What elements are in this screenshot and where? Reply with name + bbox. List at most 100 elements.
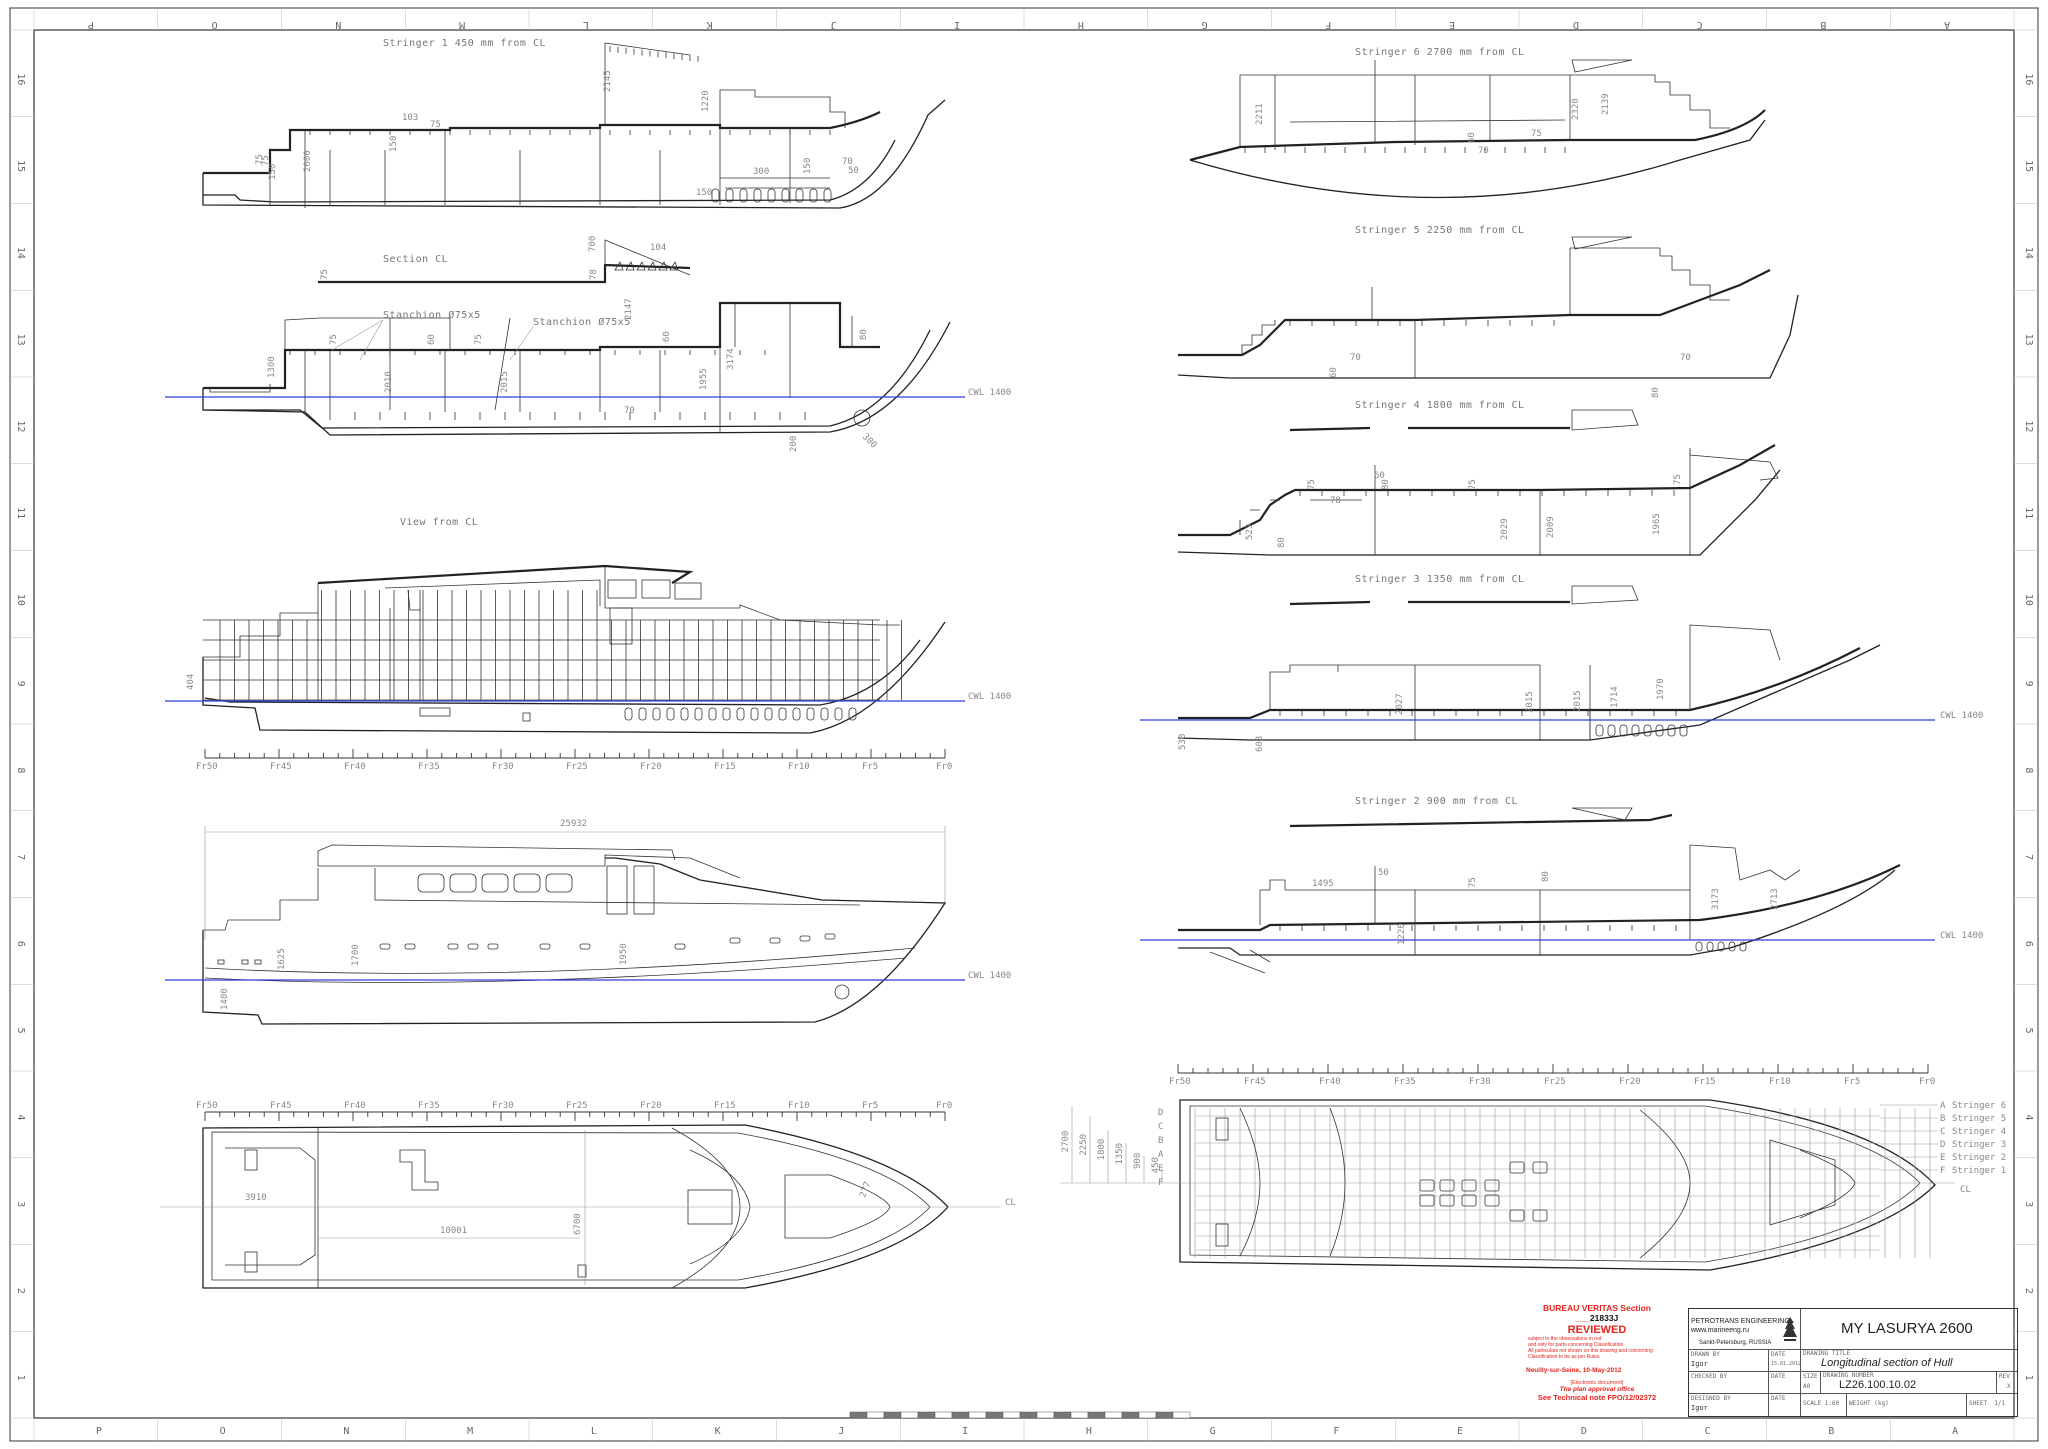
border-col-label-bottom: J — [838, 1426, 844, 1437]
stringer1-view: Stringer 1 450 mm from CL 2145 1220 2000… — [202, 38, 946, 209]
border-col-label-top: B — [1820, 19, 1826, 30]
scale-bar-segment — [883, 1411, 902, 1419]
ruler-label-fr15: Fr15 — [714, 762, 736, 772]
scl-dim-104: 104 — [650, 243, 666, 253]
lightening-hole — [694, 707, 703, 721]
tb-drawn-cell: DRAWN BY Igor — [1689, 1350, 1769, 1372]
s4-dim-2009: 2009 — [1546, 516, 1556, 538]
border-col-label-bottom: B — [1828, 1426, 1834, 1437]
section-cl-title: Section CL — [383, 254, 448, 265]
border-row-label-left: 14 — [15, 247, 26, 259]
s1-dim-2145: 2145 — [603, 70, 613, 92]
cabin-window — [513, 873, 541, 893]
s5-dim-70b: 70 — [1680, 353, 1691, 363]
border-col-label-bottom: H — [1086, 1426, 1092, 1437]
stanchion-label-1: Stanchion Ø75x5 — [383, 309, 481, 321]
lightening-hole — [725, 188, 734, 203]
s3-dim-530: 530 — [1178, 734, 1188, 750]
bp-stringer-label-4: Stringer 4 — [1952, 1127, 2006, 1137]
bp-stringer-label-3: Stringer 3 — [1952, 1140, 2006, 1150]
hull-vent — [254, 959, 262, 965]
scl-dim-80: 80 — [859, 329, 869, 340]
elev-dim-1625: 1625 — [277, 948, 287, 970]
cabin-window — [545, 873, 573, 893]
bp-mark-b: B — [1940, 1114, 1945, 1124]
s4-dim-75b: 75 — [1468, 479, 1478, 490]
ruler-label-fr30: Fr30 — [492, 1101, 514, 1111]
stringer4-title: Stringer 4 1800 mm from CL — [1355, 400, 1525, 411]
s2-dim-75: 75 — [1468, 877, 1478, 888]
lightening-hole — [1706, 941, 1714, 952]
cwl-label-section-cl: CWL 1400 — [968, 388, 1011, 398]
hull-porthole — [824, 933, 836, 940]
bp-letter-e: E — [1158, 1164, 1163, 1174]
scl-dim-1300: 1300 — [267, 356, 277, 378]
stringer3-title: Stringer 3 1350 mm from CL — [1355, 574, 1525, 585]
border-col-label-top: A — [1944, 19, 1950, 30]
scl-dim-2147: 2147 — [624, 298, 634, 320]
border-row-label-right: 3 — [2023, 1201, 2034, 1207]
engine-bed — [419, 707, 451, 717]
s5-dim-80: 80 — [1651, 387, 1661, 398]
cabin-window — [481, 873, 509, 893]
scl-dim-75c: 75 — [474, 334, 484, 345]
ruler-label-fr15: Fr15 — [714, 1101, 736, 1111]
cwl-label-stringer2: CWL 1400 — [1940, 931, 1983, 941]
hull-vent — [241, 959, 249, 965]
cabin-window — [417, 873, 445, 893]
border-row-label-right: 10 — [2023, 594, 2034, 606]
scl-dim-70: 70 — [624, 406, 635, 416]
tb-city: Sankt-Petersburg, RUSSIA — [1699, 1340, 1772, 1346]
tb-date-value: 15.01.2012 — [1771, 1361, 1802, 1367]
tb-designed-label: DESIGNED BY — [1691, 1395, 1731, 1402]
s6-dim-70: 70 — [1478, 146, 1489, 156]
bracket-fin — [614, 261, 624, 271]
lightening-hole — [764, 707, 773, 721]
tb-number-cell: DRAWING NUMBER LZ26.100.10.02 — [1821, 1372, 1997, 1394]
lightening-hole — [820, 707, 829, 721]
cwl-label-stringer3: CWL 1400 — [1940, 711, 1983, 721]
lightening-hole — [680, 707, 689, 721]
border-row-label-right: 9 — [2023, 681, 2034, 687]
border-col-label-bottom: N — [343, 1426, 349, 1437]
stringer2-title: Stringer 2 900 mm from CL — [1355, 796, 1518, 807]
lightening-hole — [1717, 941, 1725, 952]
bp-letter-a: A — [1158, 1150, 1164, 1160]
bp-letter-b: B — [1158, 1136, 1163, 1146]
tb-checked-label: CHECKED BY — [1691, 1373, 1728, 1380]
plan-dim-3910: 3910 — [245, 1193, 267, 1203]
lightening-hole — [781, 188, 790, 203]
border-col-label-top: D — [1573, 19, 1579, 30]
ruler-label-fr45: Fr45 — [270, 1101, 292, 1111]
s1-dim-1220: 1220 — [701, 90, 711, 112]
scale-bar-segment — [849, 1411, 868, 1419]
tb-date2-label: DATE — [1771, 1373, 1786, 1380]
border-col-label-bottom: A — [1952, 1426, 1958, 1437]
border-row-label-left: 3 — [15, 1201, 26, 1207]
scale-bar-segment — [934, 1411, 953, 1419]
s2-dim-1495: 1495 — [1312, 879, 1334, 889]
scl-dim-300: 300 — [860, 432, 879, 451]
tb-number-label: DRAWING NUMBER — [1823, 1372, 1874, 1379]
border-row-label-left: 7 — [15, 854, 26, 860]
border-col-label-top: O — [212, 19, 218, 30]
lightening-hole — [795, 188, 804, 203]
deck-hatch — [1509, 1209, 1525, 1222]
cabin-window — [449, 873, 477, 893]
tb-size-value: A0 — [1803, 1383, 1811, 1390]
border-row-label-right: 7 — [2023, 854, 2034, 860]
deck-hatch — [1439, 1179, 1455, 1192]
ruler-label-fr50: Fr50 — [1169, 1077, 1191, 1087]
deck-hatch — [1439, 1194, 1455, 1207]
lightening-hole — [767, 188, 776, 203]
border-col-label-top: H — [1078, 19, 1084, 30]
border-col-label-bottom: L — [591, 1426, 597, 1437]
border-row-label-left: 13 — [15, 334, 26, 346]
tb-scale-cell: SCALE 1:60 — [1801, 1394, 1847, 1416]
lightening-hole — [739, 188, 748, 203]
stamp-technical-note: See Technical note FPO/12/02372 — [1537, 1393, 1657, 1402]
bp-letter-d: D — [1158, 1108, 1163, 1118]
lightening-hole — [1695, 941, 1703, 952]
stringer6-title: Stringer 6 2700 mm from CL — [1355, 47, 1525, 58]
border-col-label-bottom: D — [1581, 1426, 1587, 1437]
